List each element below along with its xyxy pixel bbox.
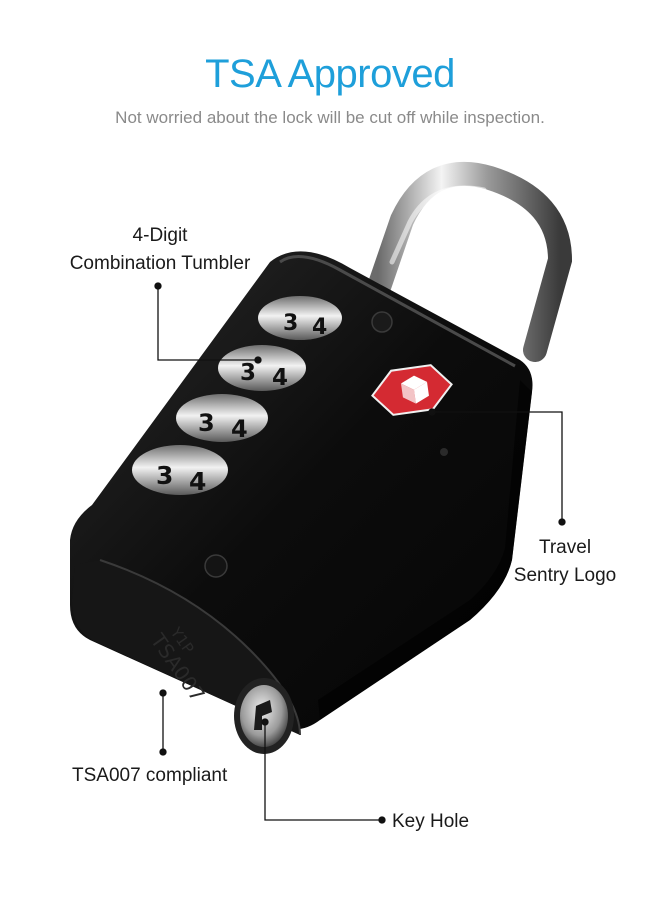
svg-text:4: 4	[312, 315, 327, 340]
shackle	[366, 161, 573, 362]
rivet	[371, 311, 393, 333]
svg-text:4: 4	[189, 467, 206, 496]
callout-key-hole: Key Hole	[392, 811, 470, 832]
page-subtitle: Not worried about the lock will be cut o…	[115, 108, 545, 127]
svg-text:4: 4	[231, 415, 248, 443]
keyhole-icon	[234, 678, 294, 754]
svg-text:3: 3	[156, 461, 173, 490]
rivet	[204, 554, 228, 578]
svg-text:4: 4	[272, 365, 288, 391]
callout-combination-line1: 4-Digit	[132, 225, 188, 246]
callout-combination-tumbler: 4-Digit Combination Tumbler	[40, 222, 280, 278]
travel-sentry-logo-icon	[371, 364, 453, 416]
callout-sentry-line1: Travel	[538, 537, 592, 558]
callout-tsa-compliant: TSA007 compliant	[72, 765, 228, 786]
page-title: TSA Approved	[205, 52, 455, 96]
rivet	[440, 448, 448, 456]
svg-text:3: 3	[240, 360, 256, 386]
svg-text:3: 3	[283, 311, 298, 336]
callout-travel-sentry: Travel Sentry Logo	[490, 534, 640, 590]
callout-combination-line2: Combination Tumbler	[69, 253, 251, 274]
svg-text:3: 3	[198, 409, 215, 437]
callout-sentry-line2: Sentry Logo	[513, 565, 617, 586]
